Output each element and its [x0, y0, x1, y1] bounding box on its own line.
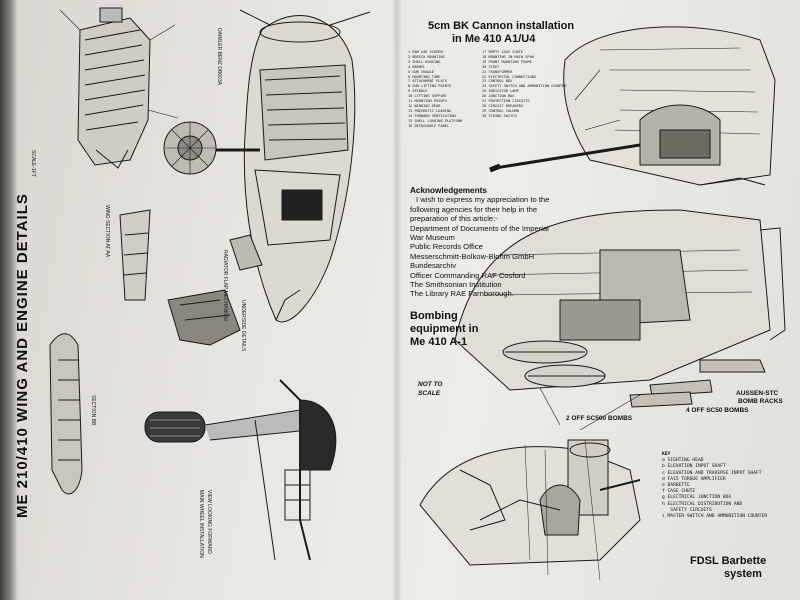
- not-to-scale-line1: NOT TO: [418, 381, 443, 388]
- bombing-title-line3: Me 410 A-1: [410, 336, 468, 348]
- main-wheel-drawing: [144, 379, 337, 561]
- barbette-title-line2: system: [724, 568, 762, 580]
- engine-drawing-top-left: [59, 7, 179, 169]
- engine-label: DAIMLER BENZ DB603A: [216, 28, 222, 85]
- cannon-installation-drawing: [489, 26, 776, 186]
- cannon-title-line1: 5cm BK Cannon installation: [428, 20, 575, 32]
- not-to-scale-line2: SCALE: [418, 390, 441, 397]
- agency-item: Officer Commanding RAF Cosford: [410, 270, 526, 280]
- section-bb-label: SECTION BB: [90, 395, 96, 426]
- acknowledgements-intro: I wish to express my appreciation to the…: [410, 195, 550, 224]
- bomb-racks-label-line2: BOMB RACKS: [738, 398, 783, 405]
- bombing-title-line1: Bombing: [410, 310, 458, 322]
- agency-item: The Smithsonian Institution: [410, 280, 502, 290]
- wing-section-label: WING SECTION AT AA: [104, 205, 110, 258]
- radiator-section: [119, 209, 263, 346]
- sc50-label: 4 OFF SC50 BOMBS: [686, 407, 749, 414]
- left-page-vertical-title: ME 210/410 WING AND ENGINE DETAILS: [14, 193, 31, 518]
- cannon-title-line2: in Me 410 A1/U4: [452, 33, 536, 45]
- barbette-key-heading: KEY: [662, 452, 671, 457]
- page-edge-shadow: [0, 0, 18, 600]
- agency-item: The Library RAE Farnborough.: [410, 289, 514, 299]
- bomb-racks-label-line1: AUSSEN-STC: [736, 390, 779, 397]
- agency-item: Bundesarchiv: [410, 261, 457, 271]
- radiator-flap-label: RADIATOR FLAP MECHANISM: [222, 250, 228, 322]
- wheel-installation-label: MAIN WHEEL INSTALLATION: [198, 490, 204, 558]
- bombing-title-line2: equipment in: [410, 323, 479, 335]
- wing-section-drawing: [49, 333, 83, 495]
- sc500-label: 2 OFF SC500 BOMBS: [566, 415, 633, 422]
- page-fold: [392, 0, 402, 600]
- agency-item: Messerschmitt-Bolkow-Blohm GmbH: [410, 251, 535, 261]
- acknowledgements-block: Acknowledgements I wish to express my ap…: [410, 186, 560, 299]
- underside-label: UNDERSIDE DETAILS: [240, 300, 246, 352]
- agency-item: Department of Documents of the Imperial …: [410, 223, 549, 243]
- agency-item: Public Records Office: [410, 242, 483, 252]
- acknowledgements-heading: Acknowledgements: [410, 186, 487, 195]
- barbette-drawing: [419, 439, 641, 581]
- engine-drawing-center: [163, 9, 371, 323]
- barbette-title-line1: FDSL Barbette: [690, 555, 767, 567]
- scale-label: SCALE-1FT: [30, 150, 36, 177]
- view-forward-label: VIEW LOOKING FORWARD: [206, 490, 212, 554]
- bomb-bay-drawing: [454, 209, 786, 431]
